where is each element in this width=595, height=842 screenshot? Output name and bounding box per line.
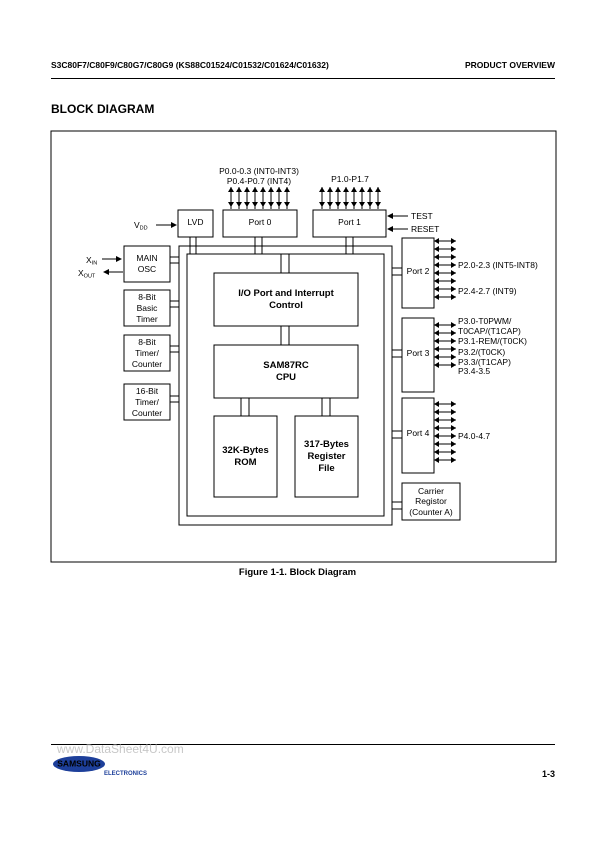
port2-pins-label-1: P2.0-2.3 (INT5-INT8) xyxy=(458,260,538,270)
port2-label: Port 2 xyxy=(407,266,430,276)
diagram-frame xyxy=(50,130,557,563)
io-cpu-link xyxy=(280,326,290,345)
samsung-logo: SAMSUNG xyxy=(53,756,105,772)
port1-label: Port 1 xyxy=(338,217,361,227)
port1-pin-arrows xyxy=(319,187,381,209)
carrier-box xyxy=(401,482,461,521)
section-title: BLOCK DIAGRAM xyxy=(51,102,155,116)
port4-pin-arrows xyxy=(434,401,456,463)
basic-timer-box xyxy=(123,289,171,327)
main-osc-label-1: MAIN xyxy=(136,253,157,263)
bus-link-left xyxy=(169,256,180,403)
xin-label: XIN xyxy=(86,255,97,267)
port1-pins-label: P1.0-P1.7 xyxy=(331,174,369,184)
reset-label: RESET xyxy=(411,224,439,234)
io-port-label-2: Control xyxy=(269,300,303,311)
register-file-box xyxy=(294,415,359,498)
port4-label: Port 4 xyxy=(407,428,430,438)
cpu-label-2: CPU xyxy=(276,372,296,383)
port1-box xyxy=(312,209,387,238)
port3-pins-label-1: P3.0-T0PWM/ xyxy=(458,316,512,326)
register-file-label-2: Register xyxy=(307,451,345,462)
port3-box xyxy=(401,317,435,393)
xout-label: XOUT xyxy=(78,268,96,280)
io-port-box xyxy=(213,272,359,327)
bus-link-top xyxy=(189,237,354,254)
carrier-label-2: Registor xyxy=(415,496,447,506)
port0-pins-label-2: P0.4-P0.7 (INT4) xyxy=(227,176,291,186)
basic-timer-label-2: Basic xyxy=(137,303,159,313)
bus-outer xyxy=(178,245,393,526)
cpu-mem-link xyxy=(240,398,331,416)
bus-link-right xyxy=(391,267,403,510)
port4-box xyxy=(401,397,435,474)
carrier-label-1: Carrier xyxy=(418,486,444,496)
port2-pin-arrows xyxy=(434,238,456,300)
port4-pins-label: P4.0-4.7 xyxy=(458,431,490,441)
rom-box xyxy=(213,415,278,498)
port3-pin-arrows xyxy=(434,322,456,368)
port0-pins-label-1: P0.0-0.3 (INT0-INT3) xyxy=(219,166,299,176)
main-osc-label-2: OSC xyxy=(138,264,156,274)
port0-label: Port 0 xyxy=(249,217,272,227)
carrier-label-3: (Counter A) xyxy=(409,507,453,517)
header-title: S3C80F7/C80F9/C80G7/C80G9 (KS88C01524/C0… xyxy=(51,60,329,70)
register-file-label-1: 317-Bytes xyxy=(304,439,349,450)
timer8-label-1: 8-Bit xyxy=(138,337,156,347)
port3-pins-label-6: P3.4-3.5 xyxy=(458,366,490,376)
rom-label-1: 32K-Bytes xyxy=(222,445,268,456)
main-osc-box xyxy=(123,245,171,283)
io-port-label-1: I/O Port and Interrupt xyxy=(238,288,334,299)
test-label: TEST xyxy=(411,211,433,221)
port3-pins-label-3: P3.1-REM/(T0CK) xyxy=(458,336,527,346)
footer-rule xyxy=(51,744,555,745)
cpu-box xyxy=(213,344,359,399)
port3-pins-label-5: P3.3/(T1CAP) xyxy=(458,357,511,367)
timer16-label-2: Timer/ xyxy=(135,397,159,407)
port0-box xyxy=(222,209,298,238)
timer8-label-3: Counter xyxy=(132,359,162,369)
page-number: 1-3 xyxy=(541,769,555,779)
timer16-label-1: 16-Bit xyxy=(136,386,159,396)
logo-subtext: ELECTRONICS xyxy=(104,771,148,777)
timer16-label-3: Counter xyxy=(132,408,162,418)
logo-text: SAMSUNG xyxy=(57,759,101,769)
header-rule xyxy=(51,78,555,79)
port3-label: Port 3 xyxy=(407,348,430,358)
register-file-label-3: File xyxy=(318,463,334,474)
figure-caption: Figure 1-1. Block Diagram xyxy=(238,567,357,578)
bus-link-io xyxy=(280,254,290,273)
port3-pins-label-4: P3.2/(T0CK) xyxy=(458,347,505,357)
lvd-box xyxy=(177,209,214,238)
timer8-label-2: Timer/ xyxy=(135,348,159,358)
port3-pins-label-2: T0CAP/(T1CAP) xyxy=(458,326,521,336)
bus-inner xyxy=(186,253,385,517)
timer8-box xyxy=(123,334,171,372)
header-section: PRODUCT OVERVIEW xyxy=(464,60,555,70)
basic-timer-label-1: 8-Bit xyxy=(138,292,156,302)
port2-pins-label-2: P2.4-2.7 (INT9) xyxy=(458,286,517,296)
lvd-label: LVD xyxy=(188,217,204,227)
watermark: www.DataSheet4U.com xyxy=(57,742,184,756)
vdd-label: VDD xyxy=(134,220,148,232)
rom-label-2: ROM xyxy=(234,457,256,468)
basic-timer-label-3: Timer xyxy=(136,314,158,324)
port0-pin-arrows xyxy=(228,187,290,209)
cpu-label-1: SAM87RC xyxy=(263,360,309,371)
timer16-box xyxy=(123,383,171,421)
